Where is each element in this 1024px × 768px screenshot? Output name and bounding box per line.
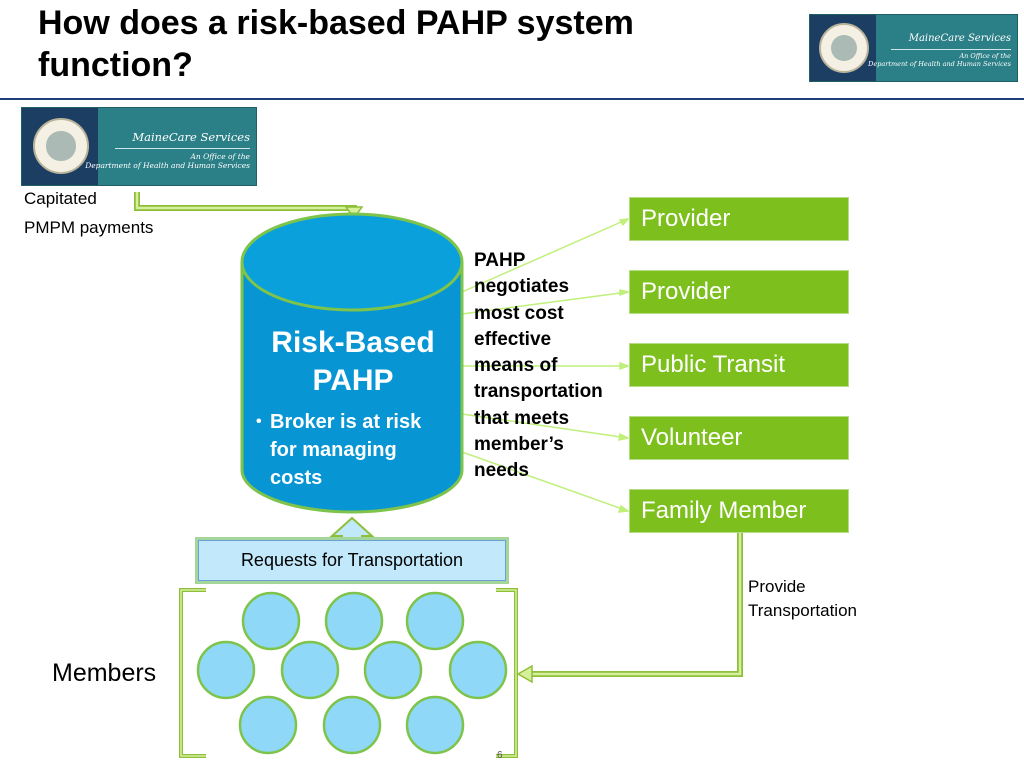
pahp-title-line-1: Risk-Based (271, 326, 435, 359)
requests-up-arrow (329, 516, 375, 541)
provider-box-provider-2: Provider (629, 270, 849, 314)
member-circle (405, 591, 465, 651)
logo-subtitle-line-1: An Office of the (959, 52, 1011, 60)
provide-label-line-2: Transportation (748, 601, 857, 620)
provide-transportation-arrowhead (516, 664, 533, 684)
negotiation-text-line: means of (474, 355, 558, 377)
capitated-payment-arrow (134, 192, 357, 214)
negotiation-text-line: needs (474, 460, 529, 482)
member-circle (196, 640, 256, 700)
members-label: Members (52, 659, 157, 687)
member-circle (241, 591, 301, 651)
member-circle (324, 591, 384, 651)
capitated-payments-label: Capitated PMPM payments (24, 184, 153, 242)
member-circle (405, 695, 465, 755)
logo-subtitle-line-2: Department of Health and Human Services (85, 161, 250, 170)
logo-brand-text: MaineCare Services (132, 130, 250, 144)
negotiation-text-line: transportation (474, 381, 603, 403)
capitated-label-line-2: PMPM payments (24, 218, 154, 237)
member-circles (196, 591, 508, 755)
logo-rule (115, 148, 250, 149)
capitated-label-line-1: Capitated (24, 189, 97, 208)
pahp-title: Risk-Based PAHP (244, 324, 462, 400)
pahp-bullet: • Broker is at risk for managing costs (256, 408, 452, 492)
maine-seal-icon (33, 118, 89, 174)
provide-transportation-label: Provide Transportation (748, 575, 857, 623)
member-circle (448, 640, 508, 700)
slide-title-line-2: function? (38, 46, 193, 84)
logo-brand-text: MaineCare Services (908, 33, 1011, 44)
risk-based-pahp-cylinder (240, 212, 464, 514)
negotiation-text-line: that meets (474, 407, 570, 429)
logo-subtitle-line-1: An Office of the (190, 152, 250, 161)
member-circle (280, 640, 340, 700)
provider-box-volunteer: Volunteer (629, 416, 849, 460)
logo-rule (891, 49, 1011, 50)
member-circle (238, 695, 298, 755)
requests-for-transportation-box: Requests for Transportation (198, 540, 506, 581)
negotiation-text: PAHP negotiates most cost effective means of… (474, 248, 630, 485)
negotiation-text-line: negotiates (474, 276, 570, 298)
logo-subtitle-line-2: Department of Health and Human Services (868, 59, 1011, 68)
mainecare-logo-payer: MaineCare Services An Office of the Depa… (21, 107, 257, 186)
slide-title: How does a risk-based PAHP system functi… (38, 2, 778, 86)
bullet-icon: • (256, 413, 262, 430)
member-circle (322, 695, 382, 755)
provider-fan-lines (461, 218, 631, 513)
mainecare-logo-header: MaineCare Services An Office of the Depa… (809, 14, 1018, 82)
slide-title-line-1: How does a risk-based PAHP system (38, 4, 634, 42)
pahp-title-line-2: PAHP (312, 364, 394, 397)
provider-box-family-member: Family Member (629, 489, 849, 533)
logo-subtitle: An Office of the Department of Health an… (868, 52, 1011, 69)
member-circle (363, 640, 423, 700)
logo-subtitle: An Office of the Department of Health an… (85, 152, 250, 170)
negotiation-text-line: member’s (474, 434, 564, 456)
title-divider (0, 98, 1024, 100)
provider-box-provider: Provider (629, 197, 849, 241)
provide-transportation-arrow (528, 532, 743, 677)
provide-label-line-1: Provide (748, 577, 806, 596)
negotiation-text-line: PAHP (474, 250, 526, 271)
maine-seal-icon (819, 23, 869, 73)
negotiation-text-line: most cost (474, 302, 564, 324)
capitated-arrowhead (344, 206, 364, 220)
negotiation-text-line: effective (474, 328, 552, 350)
provider-box-public-transit: Public Transit (629, 343, 849, 387)
pahp-bullet-text: Broker is at risk for managing costs (270, 411, 422, 489)
page-number: 6 (497, 750, 503, 761)
